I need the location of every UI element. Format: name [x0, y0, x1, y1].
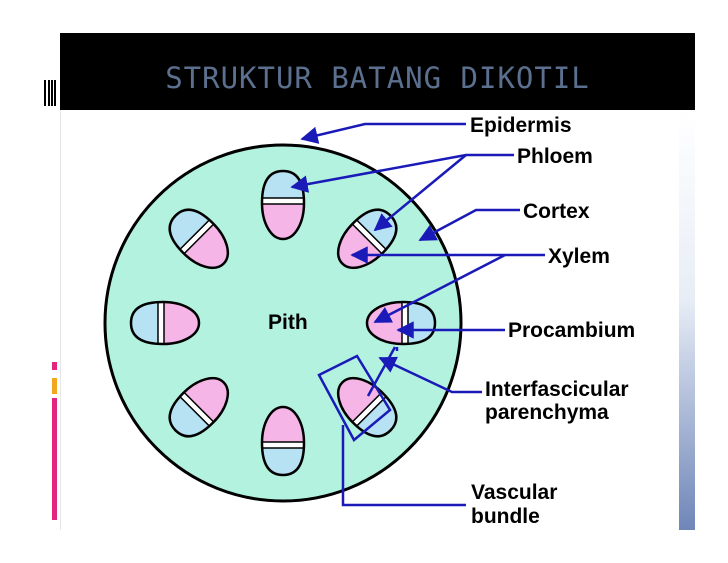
cortex-label: Cortex	[523, 200, 590, 223]
left-decoration-bars	[44, 80, 58, 106]
interfascicular-arrow	[378, 356, 482, 394]
bundle-outline	[365, 300, 437, 346]
bundle-outline	[337, 208, 398, 269]
epidermis-label: Epidermis	[470, 114, 572, 137]
accent-bar-pink	[52, 398, 57, 520]
slide-title: STRUKTUR BATANG DIKOTIL	[165, 61, 590, 95]
vascular-arrow	[341, 425, 466, 507]
pith-label: Pith	[268, 311, 308, 334]
epidermis-arrow	[300, 122, 466, 144]
accent-bar-orange	[52, 378, 57, 394]
cortex-arrow	[418, 208, 520, 242]
bundle-outline	[260, 405, 306, 477]
vascular-bundle-outline	[317, 354, 392, 442]
title-bar: STRUKTUR BATANG DIKOTIL	[60, 33, 695, 110]
xylem-arrow-right	[373, 253, 506, 324]
interfascicular-label-line2: parenchyma	[485, 401, 609, 424]
leader-lines	[290, 122, 545, 507]
procambium-band	[262, 441, 304, 449]
right-gradient-strip	[679, 110, 695, 530]
left-frame	[33, 33, 61, 530]
vascular-label-line1: Vascular	[471, 481, 557, 504]
bundle-outline	[168, 377, 229, 438]
procambium-band	[157, 302, 165, 344]
vascular-label-line2: bundle	[471, 505, 540, 528]
accent-bar-pink-top	[52, 362, 57, 370]
bundle-outline	[168, 208, 229, 269]
phloem-arrow-right	[373, 154, 467, 232]
interfascicular-label-line1: Interfascicular	[485, 378, 629, 401]
xylem-label: Xylem	[548, 245, 610, 268]
procambium-band	[262, 197, 304, 205]
phloem-label: Phloem	[517, 145, 593, 168]
procambium-label: Procambium	[508, 319, 635, 342]
bundle-outline	[129, 300, 201, 346]
interfascicular-span	[366, 346, 397, 397]
